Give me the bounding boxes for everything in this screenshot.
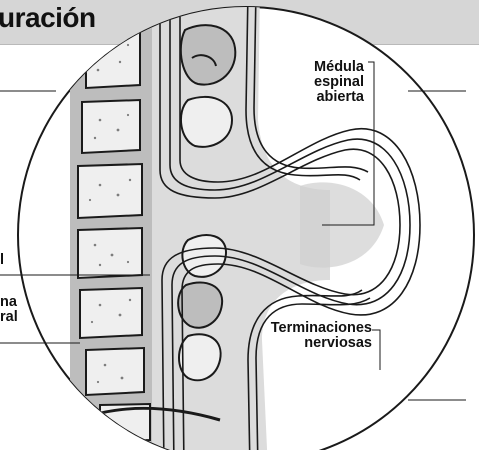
vertebra (86, 348, 144, 395)
label-line: nerviosas (236, 336, 372, 351)
label-open-spinal-cord: Médula espinal abierta (280, 60, 364, 105)
vertebra (80, 288, 142, 338)
label-left-partial-1: l (0, 253, 4, 268)
label-line: abierta (280, 90, 364, 105)
label-nerve-endings: Terminaciones nerviosas (236, 321, 372, 351)
label-line: na (0, 295, 18, 310)
label-left-partial-2: na ral (0, 295, 18, 325)
vertebra (78, 164, 142, 218)
vertebra (78, 228, 142, 278)
label-line: espinal (280, 75, 364, 90)
vertebra (82, 100, 140, 153)
label-line: Terminaciones (236, 321, 372, 336)
label-line: ral (0, 310, 18, 325)
label-line: Médula (280, 60, 364, 75)
